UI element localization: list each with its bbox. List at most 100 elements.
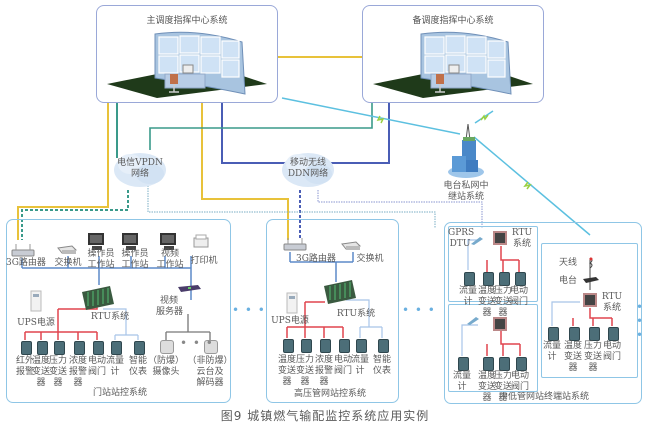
radio-device-label: 压力 [584, 341, 603, 351]
camera-label: 解码器 [196, 378, 224, 388]
radio-device-label: 变送 [564, 352, 583, 362]
camera-ellipsis: • • • [180, 336, 214, 350]
gate-device-label: 器 [53, 378, 63, 388]
gate-device-icon [54, 341, 65, 355]
hp-rtu-label: RTU系统 [336, 309, 376, 319]
gate-device-label: 流量 [105, 356, 124, 366]
gate-device-label: 电动 [87, 356, 106, 366]
hp-device-label: 浓度 [314, 355, 333, 365]
ws2-label-2: 工作站 [121, 260, 149, 270]
hp-device-label: 温度 [277, 355, 296, 365]
hp-device-label: 电动 [333, 355, 352, 365]
switch-icon [341, 241, 362, 250]
ups-icon [286, 292, 298, 314]
hp-device-label: 智能 [372, 355, 391, 365]
router-icon [283, 238, 307, 251]
cloud-icon [114, 153, 166, 187]
link-vpdn-gate [21, 190, 129, 240]
gate-ups-label: UPS电源 [17, 318, 55, 328]
hp-device-label: 变送 [295, 366, 314, 376]
term-a-device-label: 阀门 [510, 297, 529, 307]
gate-device-label: 浓度 [68, 356, 87, 366]
wireless-bolt-2 [480, 114, 489, 121]
workstation-icon [122, 233, 138, 250]
term-b-device-label: 计 [457, 382, 467, 392]
term-b-device-label: 阀门 [511, 382, 530, 392]
rtu-unit-icon [583, 293, 597, 307]
printer-label: 打印机 [190, 256, 218, 266]
video-server-label-1: 视频 [159, 296, 178, 306]
term-a-device-icon [464, 272, 475, 286]
terminal-station-panel [444, 222, 642, 404]
term-a-device-label: 器 [498, 308, 508, 318]
gate-switch-label: 交换机 [54, 258, 82, 268]
gate-device-icon [134, 341, 145, 355]
hp-device-label: 压力 [295, 355, 314, 365]
radio-device-label: 温度 [564, 341, 583, 351]
gate-device-label: 仪表 [128, 367, 147, 377]
term-a-device-label: 流量 [459, 286, 478, 296]
hp-device-label: 器 [282, 377, 292, 387]
workstation-icon [88, 233, 104, 250]
radio-device-label: 计 [547, 352, 557, 362]
gate-device-label: 计 [110, 367, 120, 377]
term-b-device-label: 器 [482, 393, 492, 403]
relay-label-2: 继站系统 [447, 192, 484, 202]
video-wall-icon [107, 31, 267, 98]
gate-device-icon [74, 341, 85, 355]
ellipsis-3: • • • [636, 300, 645, 342]
antenna-label: 天线 [558, 258, 577, 268]
term-a-device-label: 电动 [510, 286, 529, 296]
ws2-label-1: 操作员 [121, 249, 149, 259]
backup-command-center: 备调度指挥中心系统 [362, 5, 544, 103]
gate-device-label: 压力 [48, 356, 67, 366]
hp-device-label: 报警 [314, 366, 333, 376]
gate-red-bus [24, 300, 98, 340]
gate-device-icon [21, 341, 32, 355]
term-a-device-label: 计 [463, 297, 473, 307]
cloud-icon [282, 153, 334, 187]
term-b-device-label: 电动 [511, 371, 530, 381]
term-a-device-label: 变送 [494, 297, 513, 307]
video-bus [165, 314, 211, 340]
link-blue-backup-ddn [330, 101, 390, 164]
printer-icon [193, 234, 209, 248]
relay-tower-icon [448, 123, 484, 178]
wireless-relay-radio [473, 136, 591, 236]
gate-rtu-label: RTU系统 [90, 312, 130, 322]
radio-device-label: 电动 [603, 341, 622, 351]
hp-device-icon [339, 339, 350, 353]
link-yellow-main-gate [17, 101, 109, 240]
radio-label: 电台 [558, 276, 577, 286]
ws1-label-2: 工作站 [87, 260, 115, 270]
gate-station-title: 门站站控系统 [92, 388, 147, 398]
hp-station-panel [266, 219, 399, 403]
ellipsis-2: • • • [402, 303, 436, 317]
term-a-rtu-label-2: 系统 [512, 239, 531, 249]
rtu-unit-icon [493, 317, 507, 331]
backup-center-title: 备调度指挥中心系统 [412, 16, 494, 26]
workstation-icon [160, 233, 176, 250]
gate-device-icon [37, 341, 48, 355]
term-b-device-label: 温度 [478, 371, 497, 381]
hp-router-label: 3G路由器 [296, 254, 336, 264]
link-vpdn-hp-thin [147, 178, 436, 228]
vpdn-label-1: 电信VPDN [117, 158, 163, 168]
figure-caption: 图9 城镇燃气输配监控系统应用实例 [220, 409, 430, 423]
rtu-unit-icon [493, 231, 507, 245]
gate-device-icon [111, 341, 122, 355]
hp-device-icon [283, 339, 294, 353]
gate-device-label: 温度 [31, 356, 50, 366]
terminal-unit-a [448, 226, 538, 302]
hp-device-icon [356, 339, 367, 353]
gate-device-label: 器 [73, 378, 83, 388]
hp-aux-bus [346, 299, 383, 338]
hp-device-icon [378, 339, 389, 353]
hp-device-label: 流量 [350, 355, 369, 365]
term-b-device-icon [483, 357, 494, 371]
radio-device-icon [569, 327, 580, 341]
term-b-device-label: 压力 [494, 371, 513, 381]
gate-device-label: 器 [36, 378, 46, 388]
video-wall-icon [373, 31, 533, 98]
